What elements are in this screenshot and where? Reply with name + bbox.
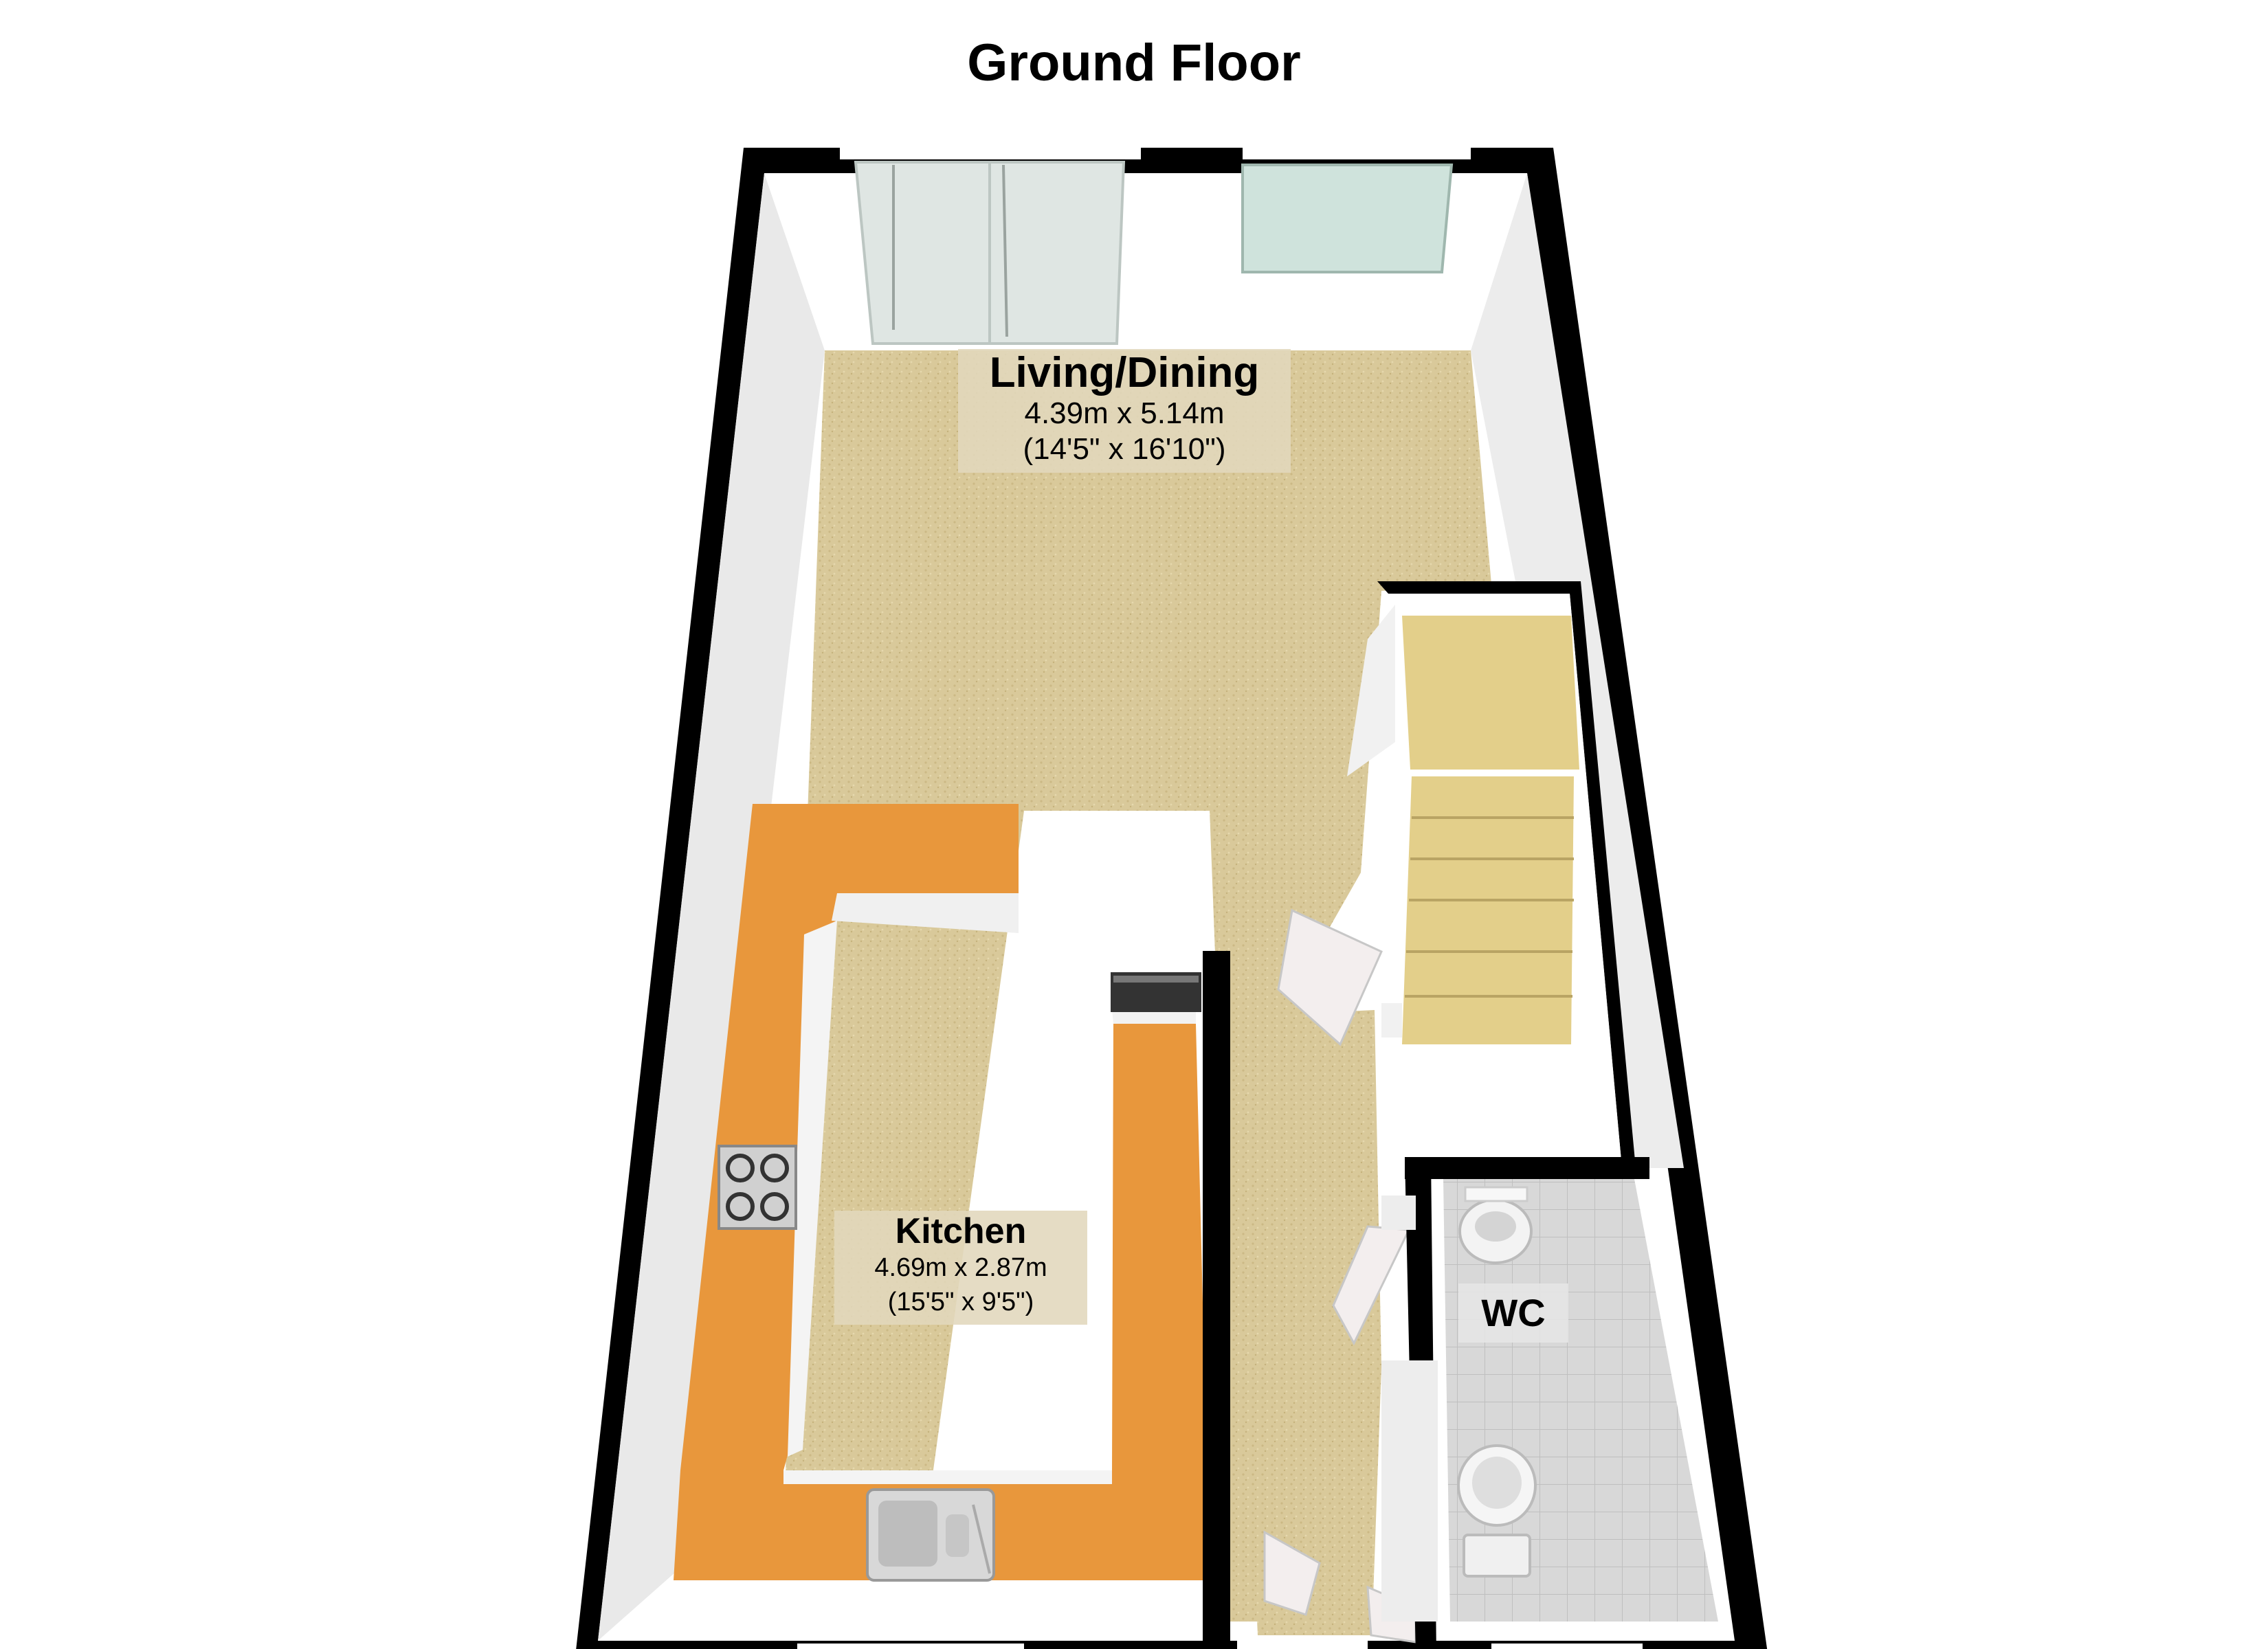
back-window: [1241, 164, 1454, 273]
stair-landing: [1402, 616, 1579, 770]
room-name: Living/Dining: [989, 349, 1260, 396]
hall-floor: [1230, 1010, 1381, 1635]
worktop-left-run: [680, 804, 1019, 1470]
patio-doors: [854, 161, 1126, 345]
hob: [718, 1145, 797, 1230]
wc-label: WC: [1458, 1283, 1568, 1343]
room-dimensions-metric: 4.69m x 2.87m: [874, 1253, 1047, 1282]
left-wall-face: [598, 173, 825, 1641]
basin: [1458, 1186, 1533, 1264]
worktop-right-front: [1112, 1010, 1196, 1024]
floor-title: Ground Floor: [967, 34, 1301, 92]
room-name: Kitchen: [895, 1211, 1027, 1251]
worktop-bottom-run: [674, 1024, 1210, 1580]
stairs: [1347, 581, 1636, 1168]
kitchen-units: [674, 804, 1210, 1580]
worktop-left-front: [832, 893, 1019, 933]
front-openings: [797, 1639, 1643, 1649]
room-dimensions-imperial: (14'5" x 16'10"): [1023, 432, 1226, 466]
living-dining-floor: [783, 350, 1491, 1622]
living-dining-label: Living/Dining 4.39m x 5.14m (14'5" x 16'…: [958, 349, 1291, 473]
toilet: [1457, 1444, 1537, 1578]
door-swings: [1263, 908, 1417, 1644]
kitchen-label: Kitchen 4.69m x 2.87m (15'5" x 9'5"): [834, 1211, 1087, 1325]
room-dimensions-metric: 4.39m x 5.14m: [1024, 396, 1225, 430]
hall-partition-wall: [1203, 951, 1230, 1642]
sink: [866, 1488, 995, 1582]
room-dimensions-imperial: (15'5" x 9'5"): [887, 1288, 1034, 1316]
